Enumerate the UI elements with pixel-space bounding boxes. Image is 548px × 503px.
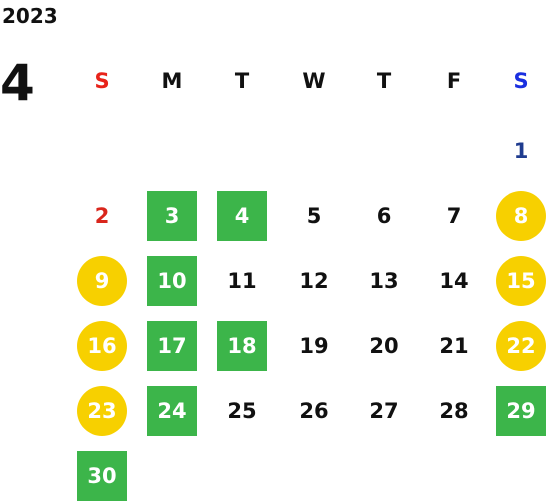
day-cell[interactable]: 13 — [369, 269, 399, 293]
day-cell[interactable]: 19 — [299, 334, 329, 358]
day-cell[interactable]: 25 — [227, 399, 257, 423]
day-cell[interactable]: 30 — [77, 451, 127, 501]
day-cell[interactable]: 1 — [513, 139, 529, 163]
year-label: 2023 — [2, 4, 58, 28]
day-cell[interactable]: 21 — [439, 334, 469, 358]
day-cell[interactable]: 4 — [217, 191, 267, 241]
day-cell[interactable]: 6 — [376, 204, 392, 228]
day-cell[interactable]: 29 — [496, 386, 546, 436]
weekday-header-thursday: T — [376, 69, 392, 93]
day-cell[interactable]: 11 — [227, 269, 257, 293]
day-cell[interactable]: 9 — [77, 256, 127, 306]
day-cell[interactable]: 16 — [77, 321, 127, 371]
day-cell[interactable]: 3 — [147, 191, 197, 241]
day-cell[interactable]: 20 — [369, 334, 399, 358]
day-cell[interactable]: 18 — [217, 321, 267, 371]
day-cell[interactable]: 17 — [147, 321, 197, 371]
day-cell[interactable]: 23 — [77, 386, 127, 436]
day-cell[interactable]: 22 — [496, 321, 546, 371]
weekday-header-monday: M — [161, 69, 183, 93]
day-cell[interactable]: 10 — [147, 256, 197, 306]
month-number: 4 — [0, 54, 35, 112]
weekday-header-saturday: S — [513, 69, 529, 93]
day-cell[interactable]: 15 — [496, 256, 546, 306]
day-cell[interactable]: 26 — [299, 399, 329, 423]
day-cell[interactable]: 8 — [496, 191, 546, 241]
day-cell[interactable]: 24 — [147, 386, 197, 436]
day-cell[interactable]: 12 — [299, 269, 329, 293]
day-cell[interactable]: 7 — [446, 204, 462, 228]
weekday-header-tuesday: T — [234, 69, 250, 93]
day-cell[interactable]: 27 — [369, 399, 399, 423]
day-cell[interactable]: 28 — [439, 399, 469, 423]
weekday-header-wednesday: W — [302, 69, 326, 93]
day-cell[interactable]: 5 — [306, 204, 322, 228]
day-cell[interactable]: 2 — [94, 204, 110, 228]
weekday-header-sunday: S — [94, 69, 110, 93]
day-cell[interactable]: 14 — [439, 269, 469, 293]
weekday-header-friday: F — [446, 69, 462, 93]
